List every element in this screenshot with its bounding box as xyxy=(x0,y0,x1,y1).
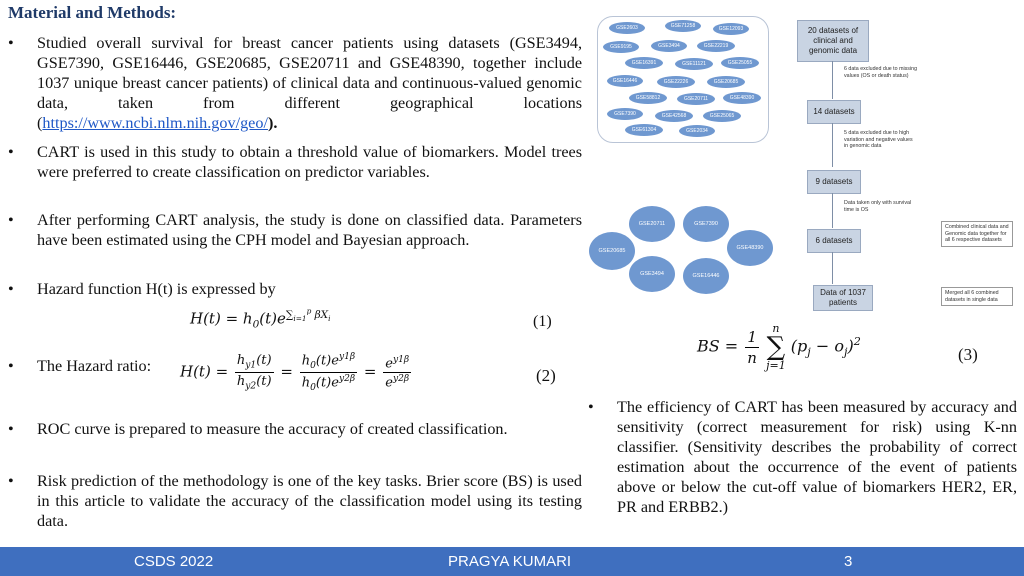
hazard-function-equation: H(t) = h0(t)e∑i=1p βXi xyxy=(190,306,331,331)
bullet-dot: • xyxy=(588,398,594,416)
footer-bar: CSDS 2022 PRAGYA KUMARI 3 xyxy=(0,547,1024,576)
flow-note: 6 data excluded due to missing values (O… xyxy=(844,66,918,79)
dataset-oval: GSE11121 xyxy=(675,58,713,70)
dataset-oval: GSE42568 xyxy=(655,110,693,122)
flow-box-6-datasets: 6 datasets xyxy=(807,229,861,253)
dataset-oval: GSE2034 xyxy=(679,125,715,137)
bullet-text: The Hazard ratio: xyxy=(37,357,152,375)
dataset-oval: GSE7390 xyxy=(607,108,643,120)
flow-note-box: Combined clinical data and Genomic data … xyxy=(941,221,1013,247)
equation-number-2: (2) xyxy=(536,366,556,385)
footer-page-number: 3 xyxy=(844,553,853,570)
flow-note: 5 data excluded due to high variation an… xyxy=(844,130,913,149)
bullet-text: The efficiency of CART has been measured… xyxy=(617,398,1017,516)
section-heading: Material and Methods: xyxy=(8,3,177,22)
dataset-oval: GSE48390 xyxy=(723,92,761,104)
bullet-text: Risk prediction of the methodology is on… xyxy=(37,472,582,530)
bullet-dot: • xyxy=(8,211,14,229)
dataset-oval: GSE25065 xyxy=(703,110,741,122)
dataset-oval: GSE3494 xyxy=(651,40,687,52)
dataset-oval: GSE20685 xyxy=(707,76,745,88)
bullet-text: ROC curve is prepared to measure the acc… xyxy=(37,420,508,438)
flow-box-14-datasets: 14 datasets xyxy=(807,100,861,124)
bullet-dot: • xyxy=(8,34,14,52)
bullet-dot: • xyxy=(8,143,14,161)
bullet-dot: • xyxy=(8,357,14,375)
bullet-text: After performing CART analysis, the stud… xyxy=(37,211,582,249)
flow-arrow xyxy=(832,123,833,167)
dataset-oval: GSE16446 xyxy=(607,75,643,87)
dataset-oval: GSE2603 xyxy=(609,22,645,34)
bullet-text: Hazard function H(t) is expressed by xyxy=(37,280,276,298)
bullet-text: CART is used in this study to obtain a t… xyxy=(37,143,582,181)
dataset-oval: GSE58812 xyxy=(629,92,667,104)
equation-number-3: (3) xyxy=(958,345,978,364)
dataset-oval: GSE61304 xyxy=(625,124,663,136)
bullet-dot: • xyxy=(8,280,14,298)
dataset-oval: GSE71258 xyxy=(665,20,701,32)
dataset-oval: GSE9195 xyxy=(603,41,639,53)
dataset-oval: GSE12093 xyxy=(713,23,749,35)
flow-box-1037-patients: Data of 1037 patients xyxy=(813,285,873,311)
bullet-dot: • xyxy=(8,420,14,438)
bullet-text: Studied overall survival for breast canc… xyxy=(37,34,582,132)
selected-dataset-circle: GSE20685 xyxy=(589,232,635,270)
dataset-oval: GSE16391 xyxy=(625,57,663,69)
selected-dataset-circle: GSE7390 xyxy=(683,206,729,242)
dataset-oval: GSE20711 xyxy=(677,93,715,105)
selected-dataset-circle: GSE3494 xyxy=(629,256,675,292)
dataset-flow-diagram: GSE2603 GSE71258 GSE12093 GSE9195 GSE349… xyxy=(589,14,1015,314)
selected-dataset-circle: GSE20711 xyxy=(629,206,675,242)
footer-conference: CSDS 2022 xyxy=(134,553,214,570)
selected-dataset-circle: GSE48390 xyxy=(727,230,773,266)
flow-arrow xyxy=(832,61,833,99)
flow-box-9-datasets: 9 datasets xyxy=(807,170,861,194)
bullet-dot: • xyxy=(8,472,14,490)
flow-arrow xyxy=(832,193,833,228)
equation-number-1: (1) xyxy=(533,313,552,330)
dataset-oval: GSE25055 xyxy=(721,57,759,69)
flow-box-20-datasets: 20 datasets of clinical and genomic data xyxy=(797,20,869,62)
footer-author: PRAGYA KUMARI xyxy=(448,553,572,570)
selected-dataset-circle: GSE16446 xyxy=(683,258,729,294)
geo-link[interactable]: https://www.ncbi.nlm.nih.gov/geo/ xyxy=(42,114,268,132)
flow-note-box: Merged all 6 combined datasets in single… xyxy=(941,287,1013,306)
flow-note: Data taken only with survival time is OS xyxy=(844,200,912,213)
dataset-oval: GSE22219 xyxy=(697,40,735,52)
flow-arrow xyxy=(832,252,833,284)
dataset-oval: GSE22226 xyxy=(657,76,695,88)
